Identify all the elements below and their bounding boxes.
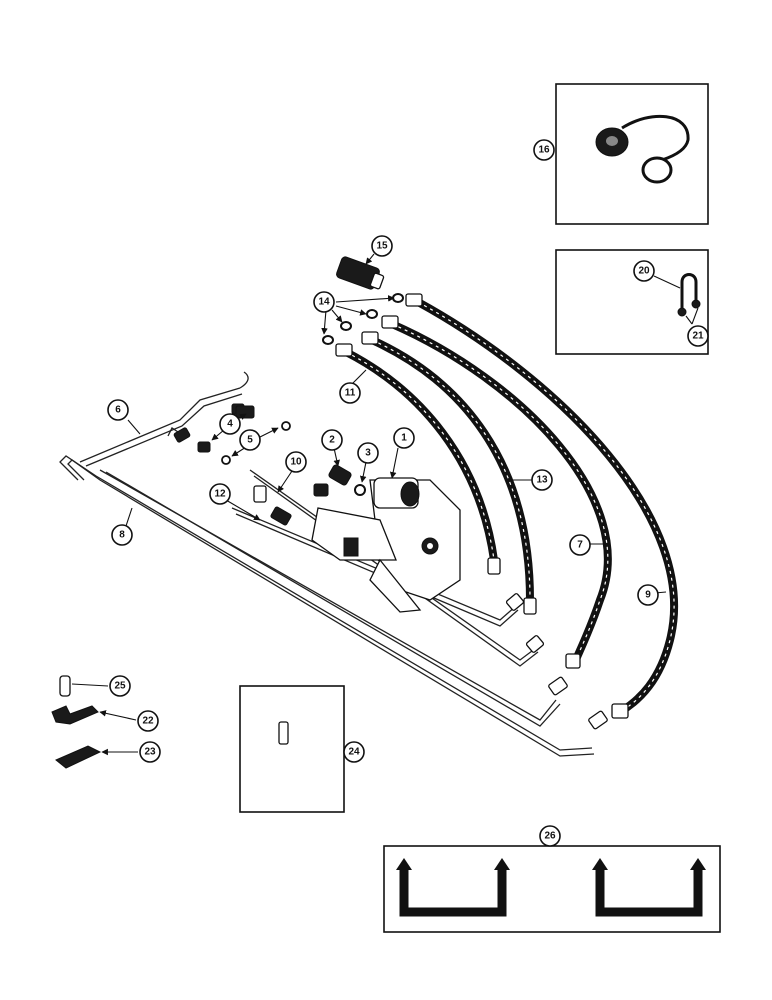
callout-7: 7 (569, 534, 591, 556)
hose-7 (388, 320, 612, 668)
fitting-12 (270, 506, 292, 526)
svg-text:14: 14 (318, 297, 330, 308)
callout-20: 20 (633, 260, 655, 282)
svg-text:22: 22 (142, 716, 154, 727)
hose-11 (342, 348, 498, 564)
callout-3: 3 (357, 442, 379, 464)
o-ring-5 (281, 421, 291, 431)
svg-text:20: 20 (638, 266, 650, 277)
callout-23: 23 (139, 741, 161, 763)
svg-text:1: 1 (401, 433, 407, 444)
svg-text:24: 24 (348, 747, 360, 758)
o-ring-3 (354, 484, 366, 496)
callout-13: 13 (531, 469, 553, 491)
svg-text:7: 7 (577, 540, 583, 551)
svg-text:13: 13 (536, 475, 548, 486)
fitting-4 (235, 405, 255, 419)
svg-text:12: 12 (214, 489, 226, 500)
svg-text:8: 8 (119, 530, 125, 541)
callout-26: 26 (539, 825, 561, 847)
callout-24: 24 (343, 741, 365, 763)
callout-4: 4 (219, 413, 241, 435)
callout-12: 12 (209, 483, 231, 505)
tube-6 (79, 387, 561, 727)
decal-left (396, 858, 510, 917)
callout-11: 11 (339, 382, 361, 404)
svg-text:4: 4 (227, 419, 233, 430)
svg-text:25: 25 (114, 681, 126, 692)
hose-13 (368, 336, 534, 604)
callout-2: 2 (321, 429, 343, 451)
pad-23 (55, 745, 102, 769)
coupler-15 (336, 256, 385, 290)
spacer-25 (59, 675, 71, 697)
svg-text:26: 26 (544, 831, 556, 842)
svg-text:9: 9 (645, 590, 651, 601)
svg-text:11: 11 (345, 388, 356, 399)
callout-15: 15 (371, 235, 393, 257)
svg-text:21: 21 (692, 331, 704, 342)
inset-box-26 (383, 845, 721, 933)
hose-end-fittings (335, 293, 629, 719)
o-ring-5b (221, 455, 231, 465)
hose-9 (414, 298, 679, 716)
callout-22: 22 (137, 710, 159, 732)
callout-9: 9 (637, 584, 659, 606)
callout-6: 6 (107, 399, 129, 421)
callout-5: 5 (239, 429, 261, 451)
callout-16: 16 (533, 139, 555, 161)
callout-21: 21 (687, 325, 709, 347)
svg-text:10: 10 (290, 457, 302, 468)
inset-box-24 (239, 685, 345, 813)
svg-text:5: 5 (247, 435, 253, 446)
valve-assembly (311, 477, 461, 613)
callout-14: 14 (313, 291, 335, 313)
decal-right (592, 858, 706, 917)
fitting-10 (253, 485, 267, 503)
dust-cap-part (595, 114, 690, 184)
svg-text:23: 23 (144, 747, 156, 758)
u-bolt-part (677, 273, 701, 317)
tube-8 (59, 455, 595, 757)
inset-box-20-21 (555, 249, 709, 355)
inset-box-16 (555, 83, 709, 225)
callout-8: 8 (111, 524, 133, 546)
callout-25: 25 (109, 675, 131, 697)
svg-text:6: 6 (115, 405, 121, 416)
svg-text:15: 15 (376, 241, 388, 252)
elbow-fitting-2 (313, 464, 352, 497)
svg-text:2: 2 (329, 435, 335, 446)
tube-fittings (173, 403, 608, 730)
svg-text:3: 3 (365, 448, 371, 459)
o-rings-14 (322, 293, 404, 345)
callout-10: 10 (285, 451, 307, 473)
clamp-22 (51, 705, 99, 725)
callout-1: 1 (393, 427, 415, 449)
svg-text:16: 16 (538, 145, 550, 156)
